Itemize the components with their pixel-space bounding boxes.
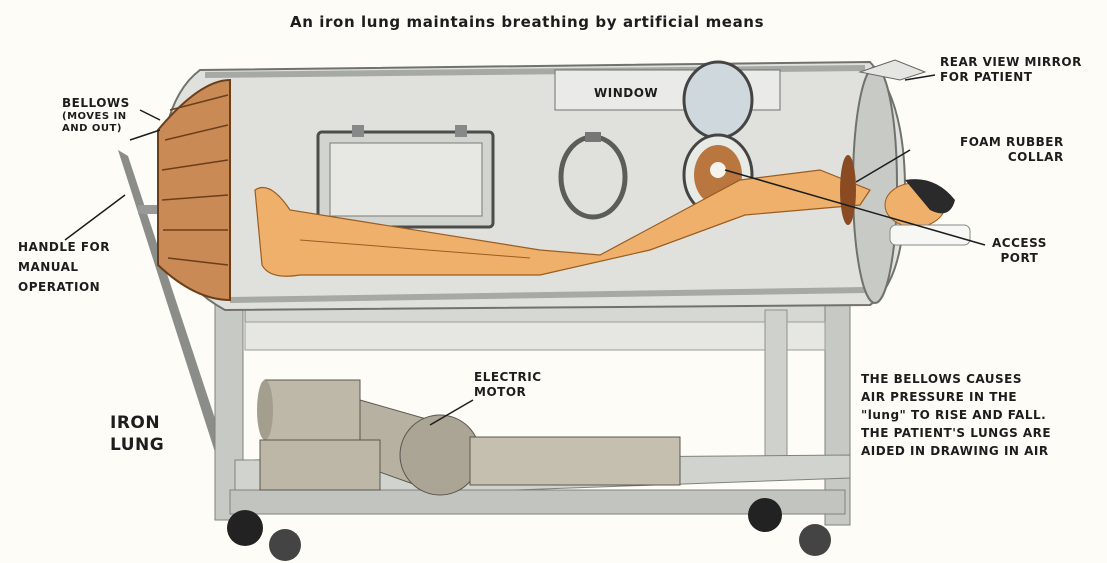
bellows xyxy=(158,80,230,300)
mirror-label: REAR VIEW MIRROR FOR PATIENT xyxy=(940,55,1082,85)
side-window xyxy=(318,125,493,227)
window-label: WINDOW xyxy=(594,86,658,101)
electric-motor xyxy=(257,380,680,495)
diagram-title: An iron lung maintains breathing by arti… xyxy=(290,13,764,31)
access-port-label: ACCESS PORT xyxy=(992,236,1047,266)
motor-label: ELECTRIC MOTOR xyxy=(474,370,542,400)
iron-lung-label: IRON LUNG xyxy=(110,412,164,456)
handle-label: HANDLE FOR MANUAL OPERATION xyxy=(18,237,110,297)
explanation-text: THE BELLOWS CAUSES AIR PRESSURE IN THE "… xyxy=(861,370,1051,460)
bellows-label: BELLOWS (MOVES IN AND OUT) xyxy=(62,96,130,135)
rear-view-mirror xyxy=(684,62,752,138)
collar-label: FOAM RUBBER COLLAR xyxy=(960,135,1064,165)
foam-rubber-collar xyxy=(840,155,856,225)
